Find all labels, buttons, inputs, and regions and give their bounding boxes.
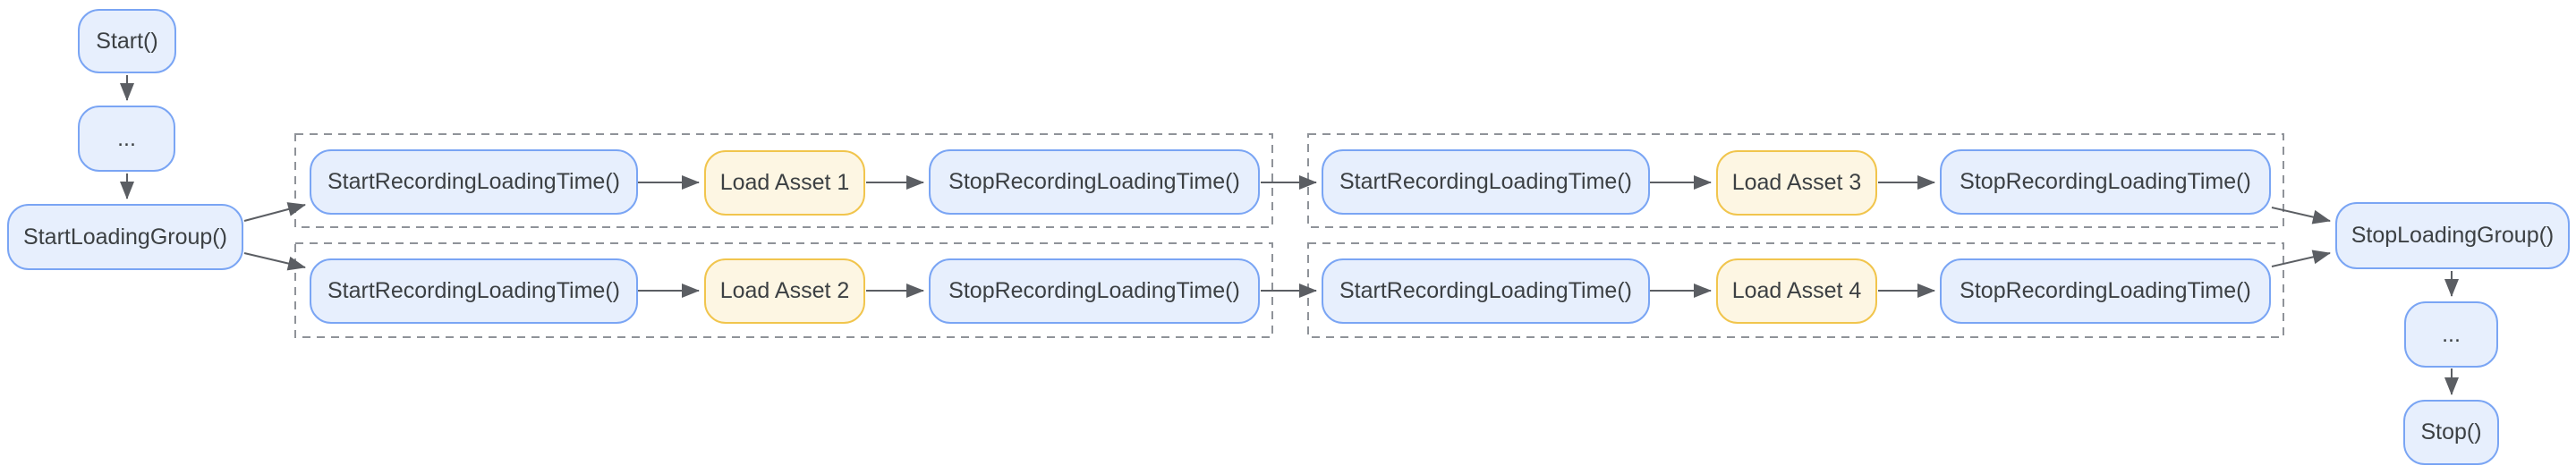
node-load-asset-1: Load Asset 1 xyxy=(704,150,865,216)
node-row3-stop-recording: StopRecordingLoadingTime() xyxy=(1940,149,2271,215)
node-ellipsis-bottom: ... xyxy=(2404,301,2498,368)
edge-start-loading-group-to-row2 xyxy=(243,252,306,271)
node-stop-loading-group: StopLoadingGroup() xyxy=(2335,202,2570,269)
edge-start-loading-group-to-row1 xyxy=(243,202,306,222)
node-row1-stop-recording: StopRecordingLoadingTime() xyxy=(929,149,1260,215)
edge-row3-stop-to-stop-loading-group xyxy=(2271,207,2331,224)
node-load-asset-4: Load Asset 4 xyxy=(1716,258,1877,324)
node-row2-stop-recording: StopRecordingLoadingTime() xyxy=(929,258,1260,324)
node-row2-start-recording: StartRecordingLoadingTime() xyxy=(310,258,638,324)
node-row4-stop-recording: StopRecordingLoadingTime() xyxy=(1940,258,2271,324)
group-box-row1 xyxy=(294,133,1273,228)
node-row3-start-recording: StartRecordingLoadingTime() xyxy=(1322,149,1650,215)
node-start-loading-group: StartLoadingGroup() xyxy=(7,204,243,270)
node-ellipsis-top: ... xyxy=(78,106,175,172)
node-row1-start-recording: StartRecordingLoadingTime() xyxy=(310,149,638,215)
node-load-asset-3: Load Asset 3 xyxy=(1716,150,1877,216)
node-stop: Stop() xyxy=(2403,400,2499,465)
node-row4-start-recording: StartRecordingLoadingTime() xyxy=(1322,258,1650,324)
node-load-asset-2: Load Asset 2 xyxy=(704,258,865,324)
node-start: Start() xyxy=(78,9,176,73)
edge-row4-stop-to-stop-loading-group xyxy=(2271,250,2331,267)
